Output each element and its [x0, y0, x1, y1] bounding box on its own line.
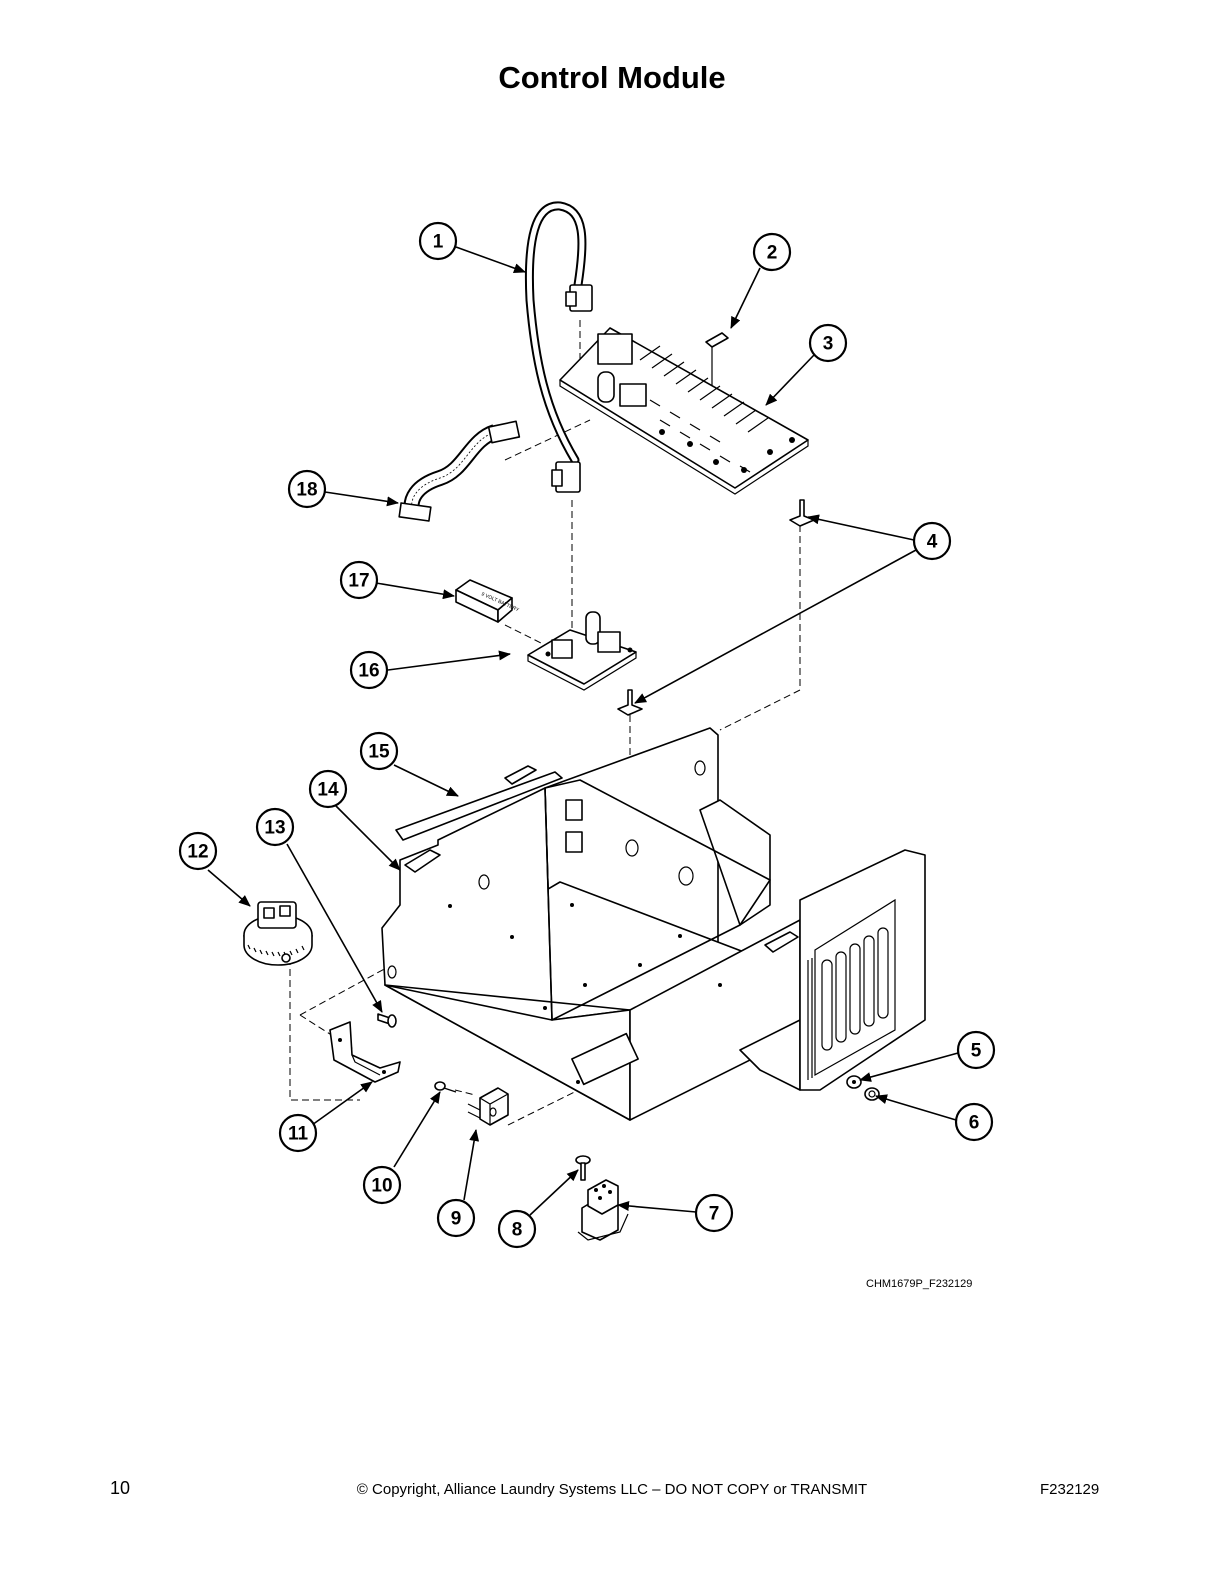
- drawing-code: CHM1679P_F232129: [866, 1278, 973, 1290]
- part-2-fuse: [705, 332, 729, 390]
- callout-18: 18: [287, 469, 327, 509]
- callout-3: 3: [808, 323, 848, 363]
- callout-17: 17: [339, 560, 379, 600]
- part-12-pressure-switch: [243, 901, 313, 966]
- callout-12: 12: [178, 831, 218, 871]
- svg-text:11: 11: [288, 1124, 309, 1145]
- callout-15: 15: [359, 731, 399, 771]
- svg-text:12: 12: [187, 842, 208, 863]
- document-id: F232129: [1040, 1481, 1100, 1498]
- callout-8: 8: [497, 1209, 537, 1249]
- svg-text:18: 18: [296, 480, 317, 501]
- part-4-standoffs: [617, 499, 815, 716]
- part-9-terminal-block: [467, 1087, 509, 1126]
- svg-text:7: 7: [709, 1204, 720, 1225]
- part-17-battery: 9 VOLT BATTERY: [455, 579, 520, 623]
- svg-text:2: 2: [767, 243, 778, 264]
- svg-text:1: 1: [433, 232, 444, 253]
- part-1-wire-harness: [524, 201, 593, 493]
- callout-7: 7: [694, 1193, 734, 1233]
- leader-lines: [207, 246, 959, 1216]
- part-5-washer: [846, 1075, 862, 1089]
- part-8-screw: [575, 1155, 591, 1181]
- svg-text:4: 4: [927, 532, 938, 553]
- svg-text:17: 17: [348, 571, 369, 592]
- transformer-assembly: [739, 849, 926, 1091]
- copyright-notice: © Copyright, Alliance Laundry Systems LL…: [356, 1481, 868, 1498]
- callout-9: 9: [436, 1198, 476, 1238]
- callout-1: 1: [418, 221, 458, 261]
- part-3-control-board: [559, 327, 809, 495]
- callout-5: 5: [956, 1030, 996, 1070]
- part-6-nut: [864, 1087, 880, 1101]
- callout-11: 11: [278, 1113, 318, 1153]
- svg-text:8: 8: [512, 1220, 523, 1241]
- part-10-screw: [434, 1081, 457, 1093]
- callout-10: 10: [362, 1165, 402, 1205]
- svg-text:16: 16: [358, 661, 379, 682]
- svg-text:15: 15: [368, 742, 390, 763]
- callout-6: 6: [954, 1102, 994, 1142]
- part-18-ribbon-cable: [398, 420, 521, 522]
- part-15-insulating-strip: [395, 771, 563, 841]
- callout-2: 2: [752, 232, 792, 272]
- callout-13: 13: [255, 807, 295, 847]
- svg-text:14: 14: [317, 780, 339, 801]
- svg-text:5: 5: [971, 1041, 982, 1062]
- svg-text:3: 3: [823, 334, 834, 355]
- part-11-bracket: [329, 1021, 401, 1083]
- part-16-power-board: [527, 611, 637, 691]
- part-7-relay: [577, 1179, 629, 1241]
- page-title: Control Module: [498, 60, 726, 95]
- part-14-control-box: [381, 727, 801, 1121]
- svg-text:13: 13: [264, 818, 285, 839]
- part-13-screw: [377, 1013, 397, 1028]
- callout-14: 14: [308, 769, 348, 809]
- svg-text:6: 6: [969, 1113, 980, 1134]
- svg-text:10: 10: [371, 1176, 392, 1197]
- svg-text:9: 9: [451, 1209, 462, 1230]
- callout-4: 4: [912, 521, 952, 561]
- page-number: 10: [110, 1478, 131, 1498]
- callout-16: 16: [349, 650, 389, 690]
